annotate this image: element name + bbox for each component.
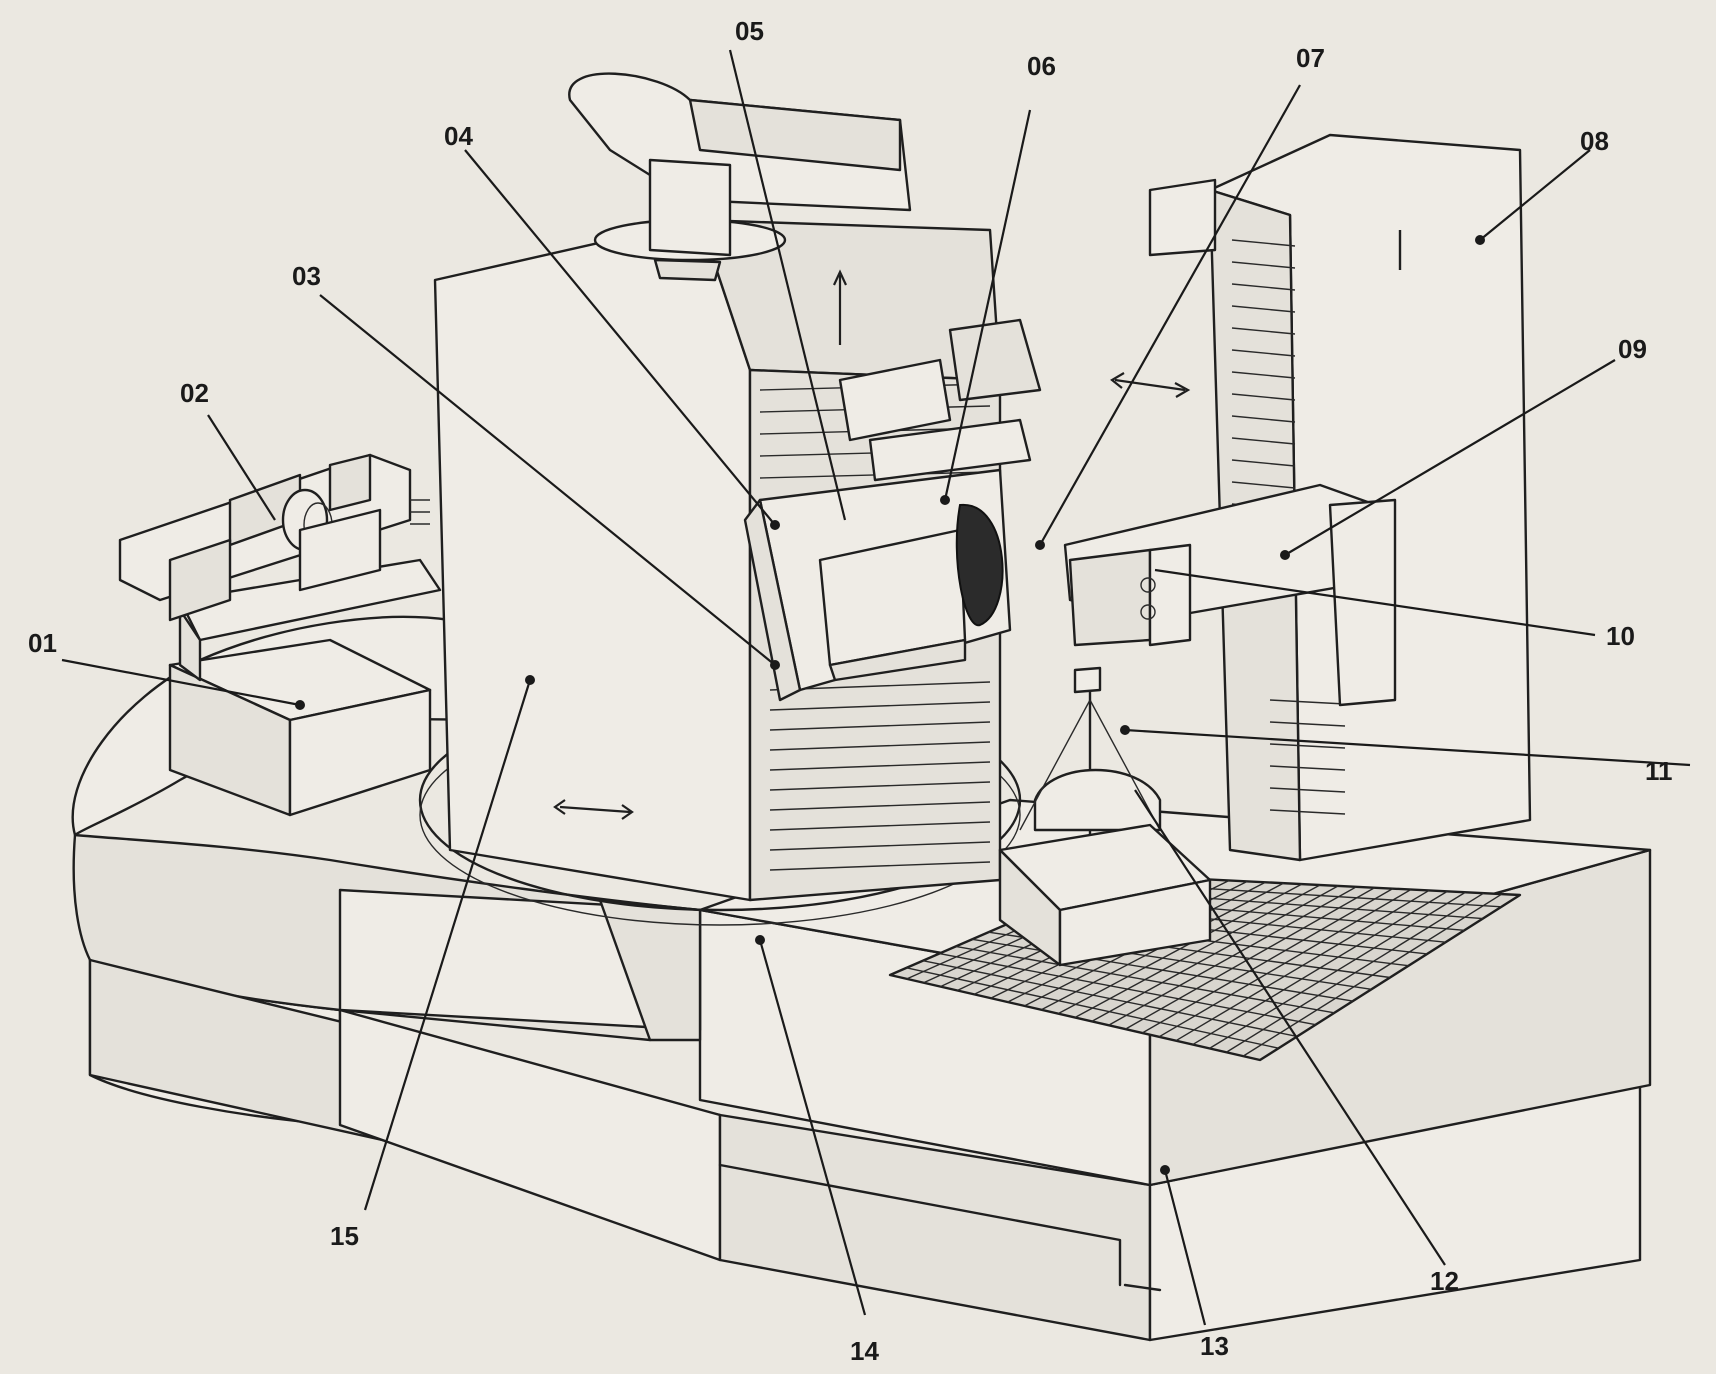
dot-03 [770,660,780,670]
column-slat [769,841,991,851]
dot-04 [770,520,780,530]
column-slat [769,801,991,811]
callout-07: 07 [1296,43,1325,73]
dot-08 [1475,235,1485,245]
column-slat [769,761,991,771]
tower-slat [1231,459,1296,467]
tower-slat [1231,305,1296,313]
table-grid-line [1192,890,1448,1046]
leader-lines [61,49,1691,1326]
table-grid-line [1175,889,1430,1042]
tool-changer [118,453,430,622]
probe-fixture [998,666,1212,967]
tower-slat [1231,239,1296,247]
tower-slat [1269,765,1346,771]
tower-slat [1269,721,1346,727]
tower-slat [1269,743,1346,749]
table-grid-line [1057,883,1303,1015]
table-grid-line [1158,888,1412,1038]
callout-05: 05 [735,16,764,46]
table-grid-line [1091,885,1339,1022]
tower-slat [1269,699,1346,705]
callout-02: 02 [180,378,209,408]
column-slat [769,781,991,791]
callout-06: 06 [1027,51,1056,81]
callout-14: 14 [850,1336,879,1366]
tower-slat [1231,415,1296,423]
tower-slat [1231,327,1296,335]
tower-slat [1231,371,1296,379]
callout-12: 12 [1430,1266,1459,1296]
dot-07 [1035,540,1045,550]
tower-slat [1231,481,1296,489]
callout-03: 03 [292,261,321,291]
callout-15: 15 [330,1221,359,1251]
callout-10: 10 [1606,621,1635,651]
measuring-arm [1063,483,1397,707]
dot-11 [1120,725,1130,735]
column-slat [769,721,991,731]
dot-01 [295,700,305,710]
column-slat [769,701,991,711]
callout-11: 11 [1645,756,1673,786]
table-grid-line [1242,893,1503,1057]
dot-06 [940,495,950,505]
callout-labels: 01 02 03 04 05 06 07 08 09 10 11 12 13 1… [28,16,1673,1366]
dot-13 [1160,1165,1170,1175]
table-grid-line [1225,892,1485,1053]
dot-15 [525,675,535,685]
tower-slat [1231,393,1296,401]
table-grid-line [1125,887,1375,1030]
callout-09: 09 [1618,334,1647,364]
dot-09 [1280,550,1290,560]
tower-slat [1231,261,1296,269]
left-station [168,558,442,817]
tower-slat [1231,283,1296,291]
callout-13: 13 [1200,1331,1229,1361]
column-slat [769,741,991,751]
dot-14 [755,935,765,945]
callout-04: 04 [444,121,473,151]
tower-slat [1231,437,1296,445]
spindle-head [743,318,1191,702]
table-grid-line [1141,888,1394,1034]
tower-slat [1231,349,1296,357]
column-slat [769,821,991,831]
callout-08: 08 [1580,126,1609,156]
tower-slat [1269,809,1346,815]
table-grid-line [1074,884,1321,1019]
callout-dots [295,235,1485,1175]
callout-01: 01 [28,628,57,658]
table-grid-line [1108,886,1357,1026]
table-grid-line [1209,891,1466,1050]
column-slat [769,861,991,871]
tower-slat [1269,787,1346,793]
